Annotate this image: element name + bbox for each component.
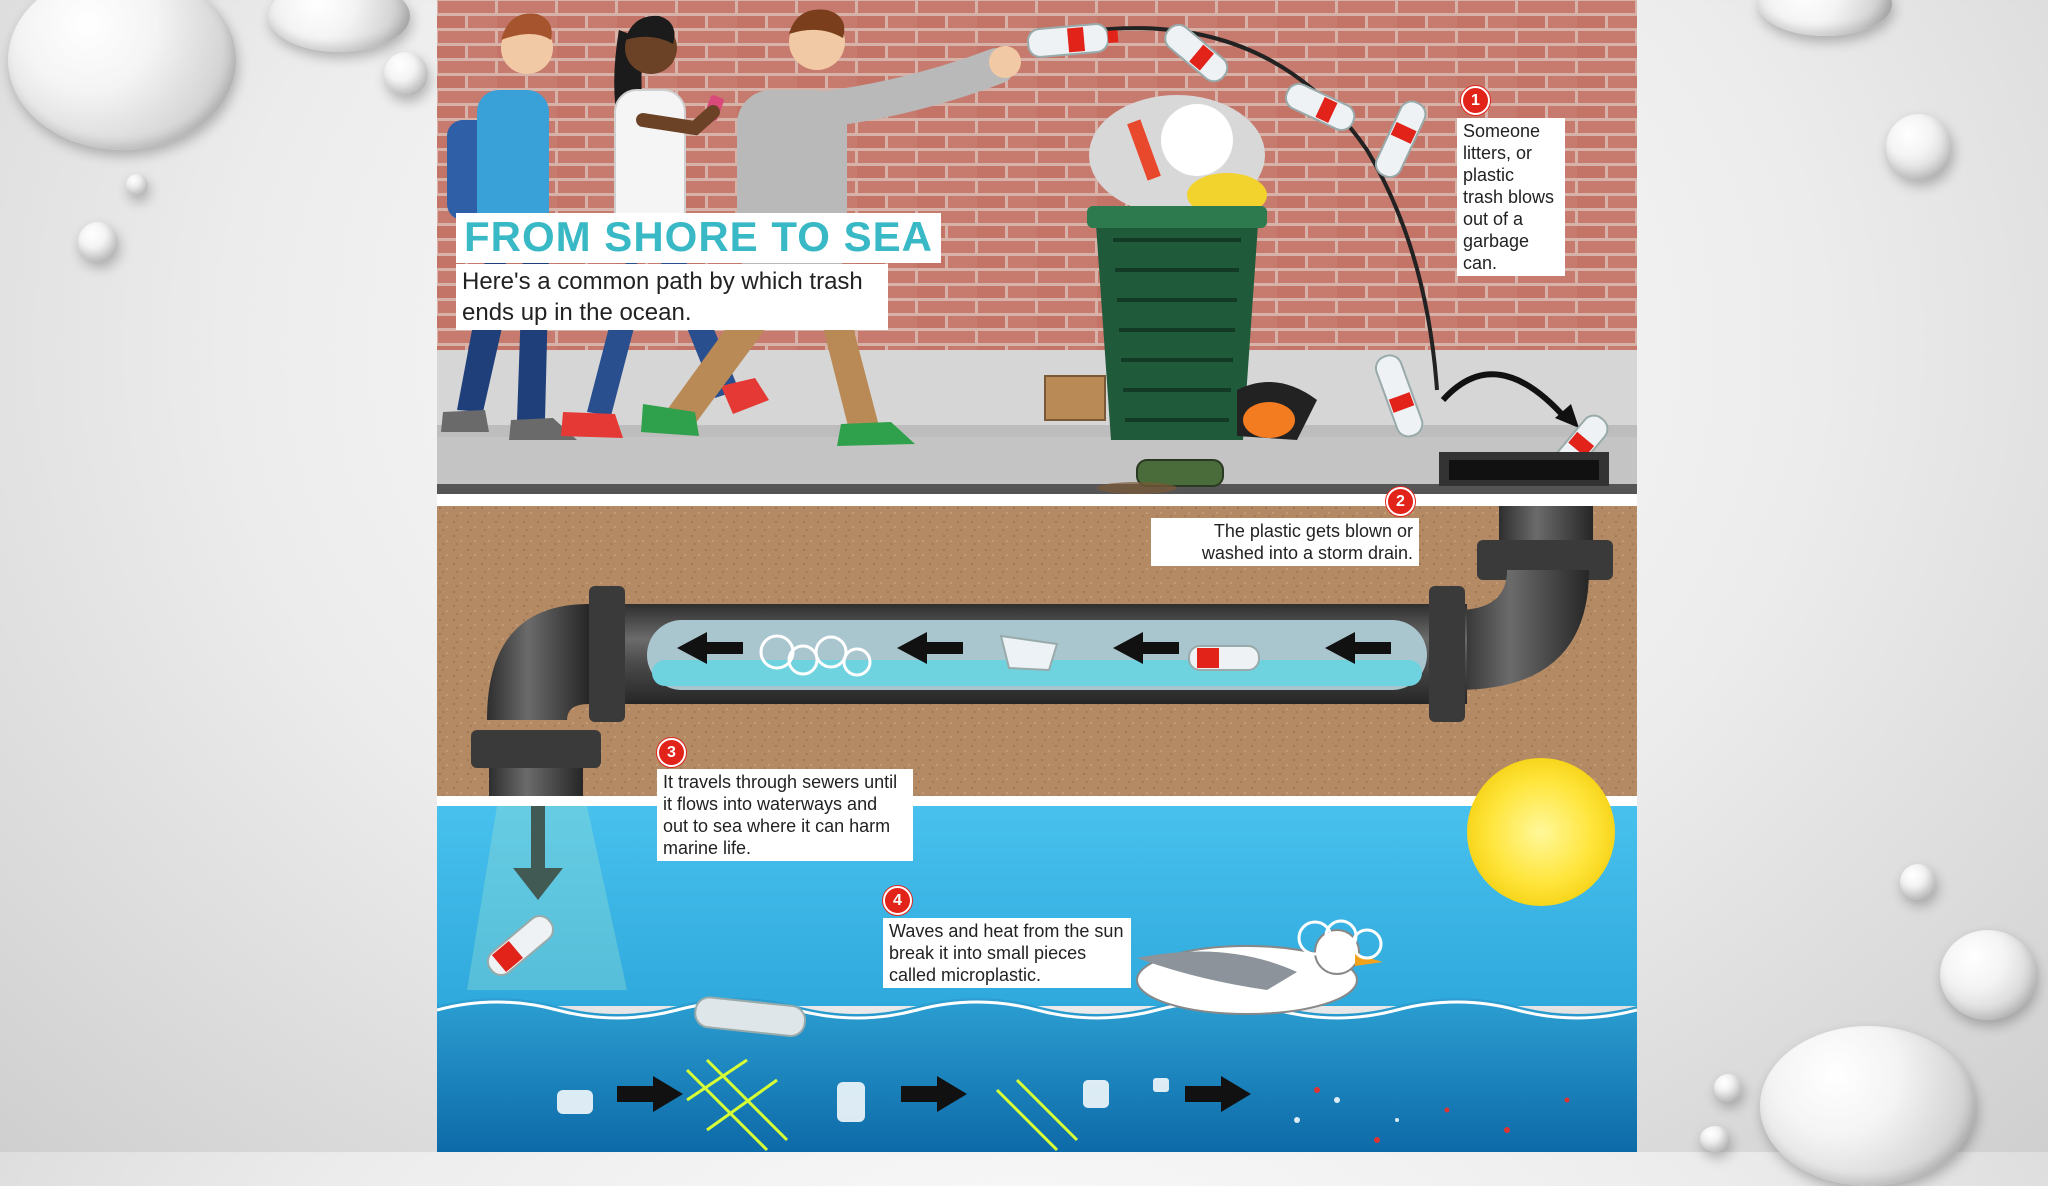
water-drop-decoration	[1714, 1074, 1742, 1102]
sun	[1467, 758, 1615, 906]
outflow-arrow	[513, 868, 563, 900]
water-drop-decoration	[1758, 0, 1892, 36]
water-drop-decoration	[126, 174, 148, 196]
step-3-marker: 3	[657, 738, 686, 767]
trash-can	[1044, 95, 1317, 494]
seagull	[1136, 919, 1383, 1015]
infographic-title: FROM SHORE TO SEA	[464, 213, 933, 260]
water-drop-decoration	[1700, 1126, 1730, 1152]
water-drop-decoration	[384, 52, 428, 96]
flow-arrows	[677, 632, 1391, 664]
step-3-text: It travels through sewers until it flows…	[657, 769, 913, 861]
water-drop-decoration	[1900, 864, 1936, 900]
underwater-arrows	[617, 1076, 1251, 1112]
water-drop-decoration	[8, 0, 236, 150]
ocean	[437, 998, 1637, 1152]
shore-to-sea-infographic: FROM SHORE TO SEA Here's a common path b…	[437, 0, 1637, 1152]
person-with-backpack	[441, 13, 577, 440]
step-4-marker: 4	[883, 886, 912, 915]
step-1-text: Someone litters, or plastic trash blows …	[1457, 118, 1565, 276]
sewer-section	[437, 506, 1637, 796]
infographic-subtitle: Here's a common path by which trash ends…	[456, 264, 888, 330]
infographic-illustration	[437, 0, 1637, 1152]
water-drop-decoration	[78, 222, 118, 262]
water-drop-decoration	[1760, 1026, 1976, 1186]
water-drop-decoration	[1886, 114, 1952, 180]
water-drop-decoration	[268, 0, 410, 52]
arrow-to-drain	[1440, 371, 1570, 422]
step-1-marker: 1	[1461, 86, 1490, 115]
trajectory-line	[1036, 26, 1439, 391]
step-2-text: The plastic gets blown or washed into a …	[1151, 518, 1419, 566]
infographic-title-box: FROM SHORE TO SEA	[456, 213, 941, 263]
water-drop-decoration	[1940, 930, 2036, 1020]
step-2-marker: 2	[1386, 487, 1415, 516]
step-4-text: Waves and heat from the sun break it int…	[883, 918, 1131, 988]
